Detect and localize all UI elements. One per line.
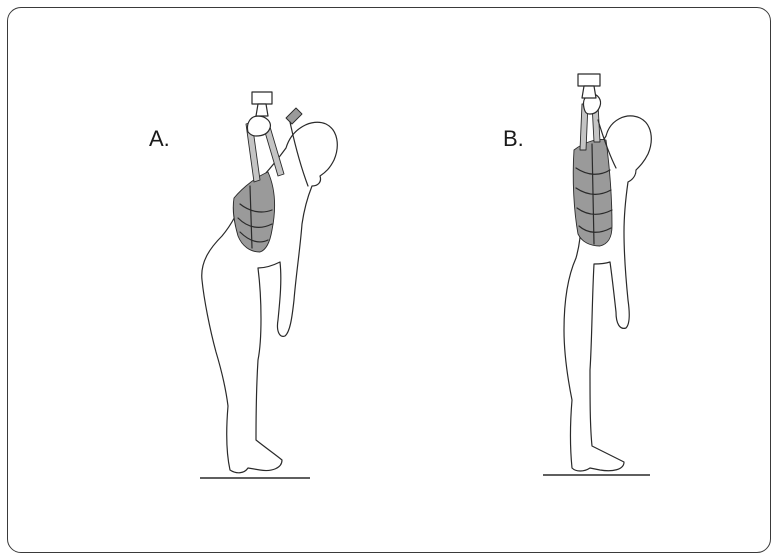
figure-a (200, 92, 337, 478)
hanger-bar-b (578, 74, 600, 86)
hanger-hook-a (256, 104, 268, 116)
hanger-hook-b (582, 86, 596, 98)
hanger-bar-a (252, 92, 272, 104)
figure-b (543, 74, 651, 475)
strap-loop-a (286, 108, 302, 124)
raised-arm-a (247, 116, 270, 136)
